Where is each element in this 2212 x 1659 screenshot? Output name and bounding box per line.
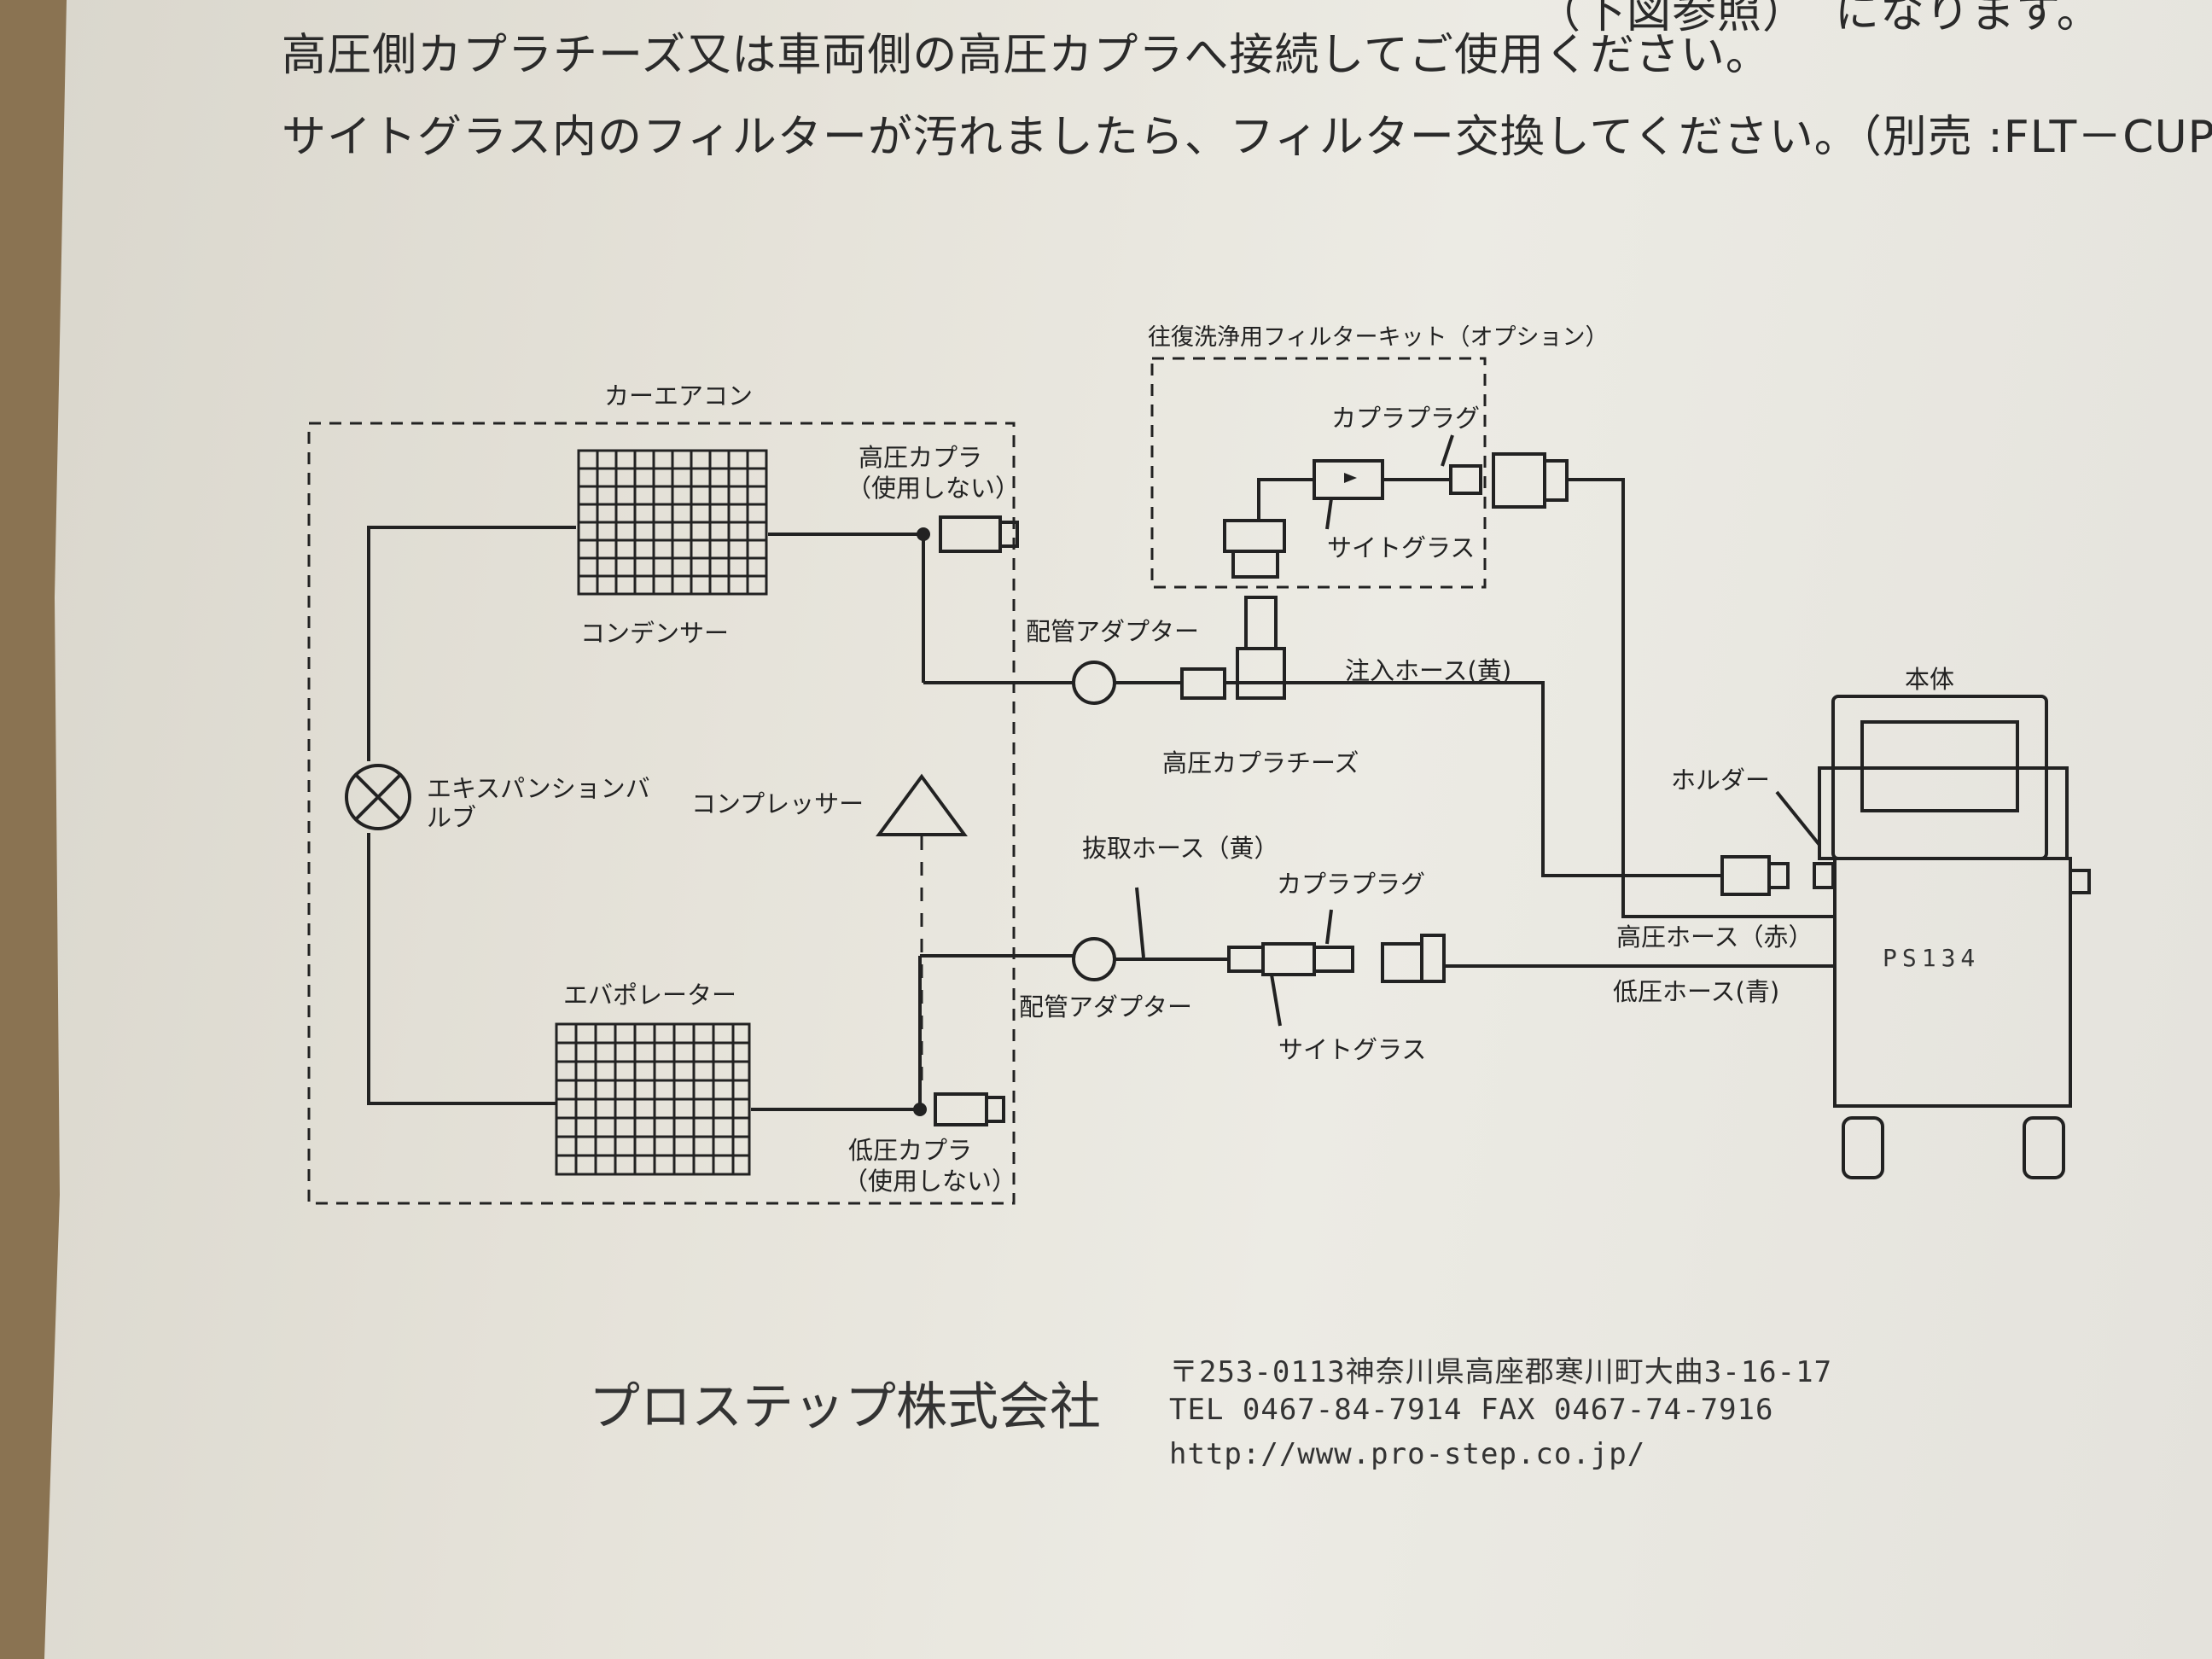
condenser-grid [577, 449, 768, 596]
extraction-hose-label: 抜取ホース（黄） [1082, 834, 1279, 863]
low-hose-label: 低圧ホース(青) [1613, 977, 1779, 1006]
instruction-line-2: サイトグラス内のフィルターが汚れましたら、フィルター交換してください。（別売 :… [282, 112, 2212, 163]
junction-dot-high [917, 527, 930, 541]
company-address: 〒253-0113神奈川県高座郡寒川町大曲3-16-17 [1169, 1355, 1833, 1389]
high-coupler-symbol [939, 515, 1002, 553]
low-coupler-note: （使用しない） [843, 1167, 1016, 1196]
expansion-valve-symbol [345, 764, 411, 830]
pipe-adapter-bottom-symbol [1072, 937, 1116, 981]
high-coupler-cheese-symbol [1236, 647, 1286, 700]
coupler-plug-top-symbol [1492, 452, 1546, 509]
low-coupler-symbol [934, 1092, 988, 1126]
car-aircon-boundary [307, 422, 1016, 1205]
car-aircon-label: カーエアコン [604, 381, 753, 410]
pipe-adapter-top-label: 配管アダプター [1026, 617, 1199, 646]
pipe-adapter-top-symbol [1072, 661, 1116, 705]
option-kit-label: 往復洗浄用フィルターキット（オプション） [1148, 324, 1608, 351]
high-hose-label: 高圧ホース（赤） [1616, 923, 1813, 952]
main-unit-label: 本体 [1905, 665, 1954, 694]
company-name: プロステップ株式会社 [589, 1377, 1101, 1437]
instruction-line-1: 高圧側カプラチーズ又は車両側の高圧カプラへ接続してご使用ください。 [282, 30, 1771, 81]
injection-hose-label: 注入ホース(黄) [1345, 656, 1511, 685]
pipe-evaporator-in [367, 833, 556, 1105]
injection-hose [1536, 681, 1722, 877]
coupler-plug-bottom-symbol [1381, 942, 1423, 983]
expansion-valve-label-1: エキスパンションバ [427, 774, 650, 803]
junction-dot-low [913, 1103, 927, 1116]
coupler-plug-bottom-label: カプラプラグ [1277, 870, 1425, 899]
pipe-condenser-in [367, 526, 576, 761]
company-tel-fax: TEL 0467-84-7914 FAX 0467-74-7916 [1169, 1393, 1774, 1427]
low-coupler-label: 低圧カプラ [848, 1136, 972, 1165]
high-coupler-cheese-label: 高圧カプラチーズ [1162, 748, 1359, 777]
model-label: PS134 [1883, 944, 1980, 972]
high-pressure-hose [1567, 478, 1835, 918]
pipe-adapter-bottom-label: 配管アダプター [1019, 992, 1192, 1022]
sight-glass-bottom-label: サイトグラス [1278, 1035, 1426, 1064]
holder-label: ホルダー [1671, 765, 1770, 795]
top-cut-paren: （下図参照） [1536, 0, 1808, 38]
compressor-label: コンプレッサー [691, 789, 864, 818]
main-unit-body [1833, 857, 2072, 1108]
high-coupler-note: （使用しない） [847, 474, 1020, 503]
company-url: http://www.pro-step.co.jp/ [1169, 1437, 1646, 1471]
sight-glass-bottom-symbol [1261, 942, 1316, 976]
evaporator-grid [555, 1022, 751, 1176]
compressor-symbol [876, 773, 968, 836]
main-unit-wheel-right [2023, 1116, 2065, 1179]
high-coupler-label: 高圧カプラ [859, 443, 982, 472]
option-kit-boundary [1150, 357, 1487, 589]
expansion-valve-label-2: ルブ [427, 803, 476, 832]
top-cut-line: になります。 [1835, 0, 2102, 38]
evaporator-label: エバポレーター [563, 981, 736, 1010]
condenser-label: コンデンサー [580, 619, 729, 648]
coupler-plug-top-label: カプラプラグ [1331, 404, 1480, 433]
sight-glass-top-label: サイトグラス [1327, 533, 1475, 562]
main-unit-wheel-left [1842, 1116, 1884, 1179]
